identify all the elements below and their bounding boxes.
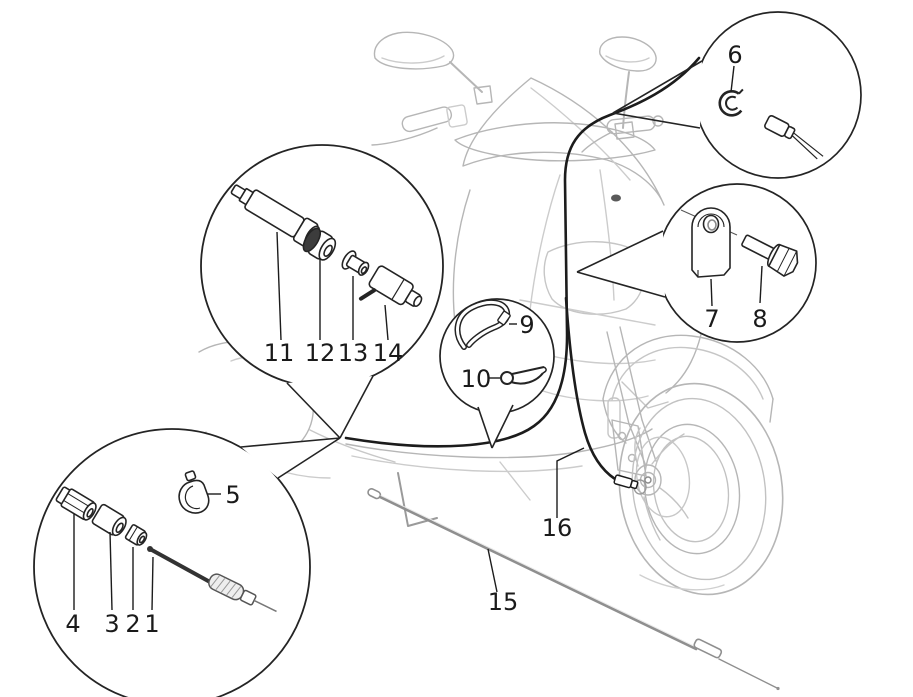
part-3-spacer-bush — [91, 503, 127, 537]
part-label-11: 11 — [264, 339, 295, 367]
part-label-16: 16 — [542, 514, 573, 542]
part-6-cable-clip — [718, 88, 744, 117]
right-grip — [606, 115, 656, 135]
leader-6 — [730, 65, 735, 93]
part-label-15: 15 — [488, 588, 519, 616]
part-12-knurled-ring — [302, 227, 337, 261]
right-brake-lever — [581, 131, 613, 153]
windscreen — [462, 77, 665, 206]
detail-circle-cable-guides: 9 10 — [439, 298, 555, 449]
brake-caliper — [611, 419, 647, 477]
part-label-10: 10 — [461, 365, 492, 393]
part-14-cable-fitting — [358, 265, 423, 308]
part-label-3: 3 — [104, 610, 119, 638]
part-label-2: 2 — [125, 610, 140, 638]
center-stand — [397, 472, 438, 527]
rim — [643, 423, 741, 555]
part-label-14: 14 — [373, 339, 404, 367]
part-label-1: 1 — [144, 610, 159, 638]
cable-routing-to-hub — [564, 296, 617, 481]
part-label-8: 8 — [752, 305, 767, 333]
callout-15: 15 — [487, 548, 519, 616]
handlebar — [371, 104, 664, 162]
part-label-12: 12 — [305, 339, 336, 367]
detail-circle-upper-cable-end: 6 — [612, 11, 862, 179]
part-1-inner-cable — [147, 546, 277, 613]
left-mirror-icon — [373, 31, 493, 105]
cable-fitting — [693, 638, 723, 659]
hub-cable-ferrule — [613, 474, 639, 490]
cable-routing-to-floor — [344, 56, 701, 448]
wheel-spokes — [634, 427, 689, 541]
part-7-eye-bracket — [680, 207, 738, 278]
front-wheel — [618, 382, 784, 596]
cable-end-ferrule — [764, 114, 824, 160]
callout-16: 16 — [542, 447, 585, 542]
badge — [611, 194, 621, 202]
hub — [634, 464, 662, 496]
detail-circle-lower-cable-end: 4 3 2 1 5 — [33, 428, 341, 697]
part-9-wire-guide — [454, 299, 511, 350]
detail-circle-adjuster-assembly: 11 12 13 14 — [200, 144, 444, 439]
part-8-flange-bolt — [741, 234, 799, 277]
part-label-6: 6 — [727, 41, 742, 69]
leaders-1-to-5 — [73, 493, 221, 611]
part-label-9: 9 — [519, 311, 534, 339]
part-13-bush — [341, 250, 370, 276]
tire — [618, 382, 784, 596]
left-brake-lever — [371, 127, 438, 146]
part-label-4: 4 — [65, 610, 80, 638]
long-cable-part15 — [367, 488, 780, 691]
left-grip — [401, 106, 453, 133]
leader-15 — [487, 548, 498, 593]
leaders-11-to-14 — [276, 231, 389, 341]
part-label-7: 7 — [704, 305, 719, 333]
part-label-5: 5 — [225, 481, 240, 509]
part-5-clip — [178, 470, 210, 514]
leaders-9-10 — [489, 323, 517, 379]
part-4-adjuster-sleeve — [55, 486, 97, 521]
part-10-safety-clip — [500, 366, 547, 385]
leader-16 — [556, 447, 585, 518]
detail-circle-bracket-and-bolt: 7 8 — [576, 183, 817, 343]
leaders-7-8 — [710, 265, 763, 307]
highlighted-cables — [344, 56, 701, 490]
part-2-nut — [124, 524, 148, 546]
part-label-13: 13 — [338, 339, 369, 367]
